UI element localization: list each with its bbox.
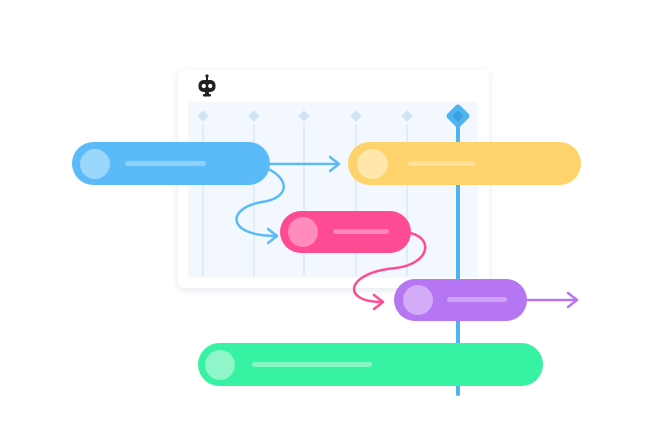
task-bar-blue[interactable] <box>72 142 270 185</box>
task-avatar <box>403 285 433 315</box>
gridline <box>355 124 357 276</box>
task-bar-purple[interactable] <box>394 279 527 321</box>
task-bar-pink[interactable] <box>280 211 411 253</box>
task-avatar <box>288 217 318 247</box>
gridline <box>406 124 408 276</box>
task-label-placeholder <box>408 161 475 166</box>
task-avatar <box>357 149 388 179</box>
task-bar-yellow[interactable] <box>348 142 581 185</box>
arrow-head <box>566 291 579 309</box>
task-avatar <box>80 149 110 179</box>
robot-icon <box>198 74 216 97</box>
task-label-placeholder <box>447 297 507 302</box>
gridline <box>303 124 305 276</box>
task-label-placeholder <box>125 161 206 166</box>
task-avatar <box>205 350 235 380</box>
task-bar-green[interactable] <box>198 343 543 386</box>
current-time-line[interactable] <box>456 118 460 396</box>
arrow-head <box>372 293 385 311</box>
task-label-placeholder <box>333 229 389 234</box>
gridline <box>202 124 204 276</box>
current-time-marker-center <box>452 110 464 122</box>
task-label-placeholder <box>252 362 372 367</box>
